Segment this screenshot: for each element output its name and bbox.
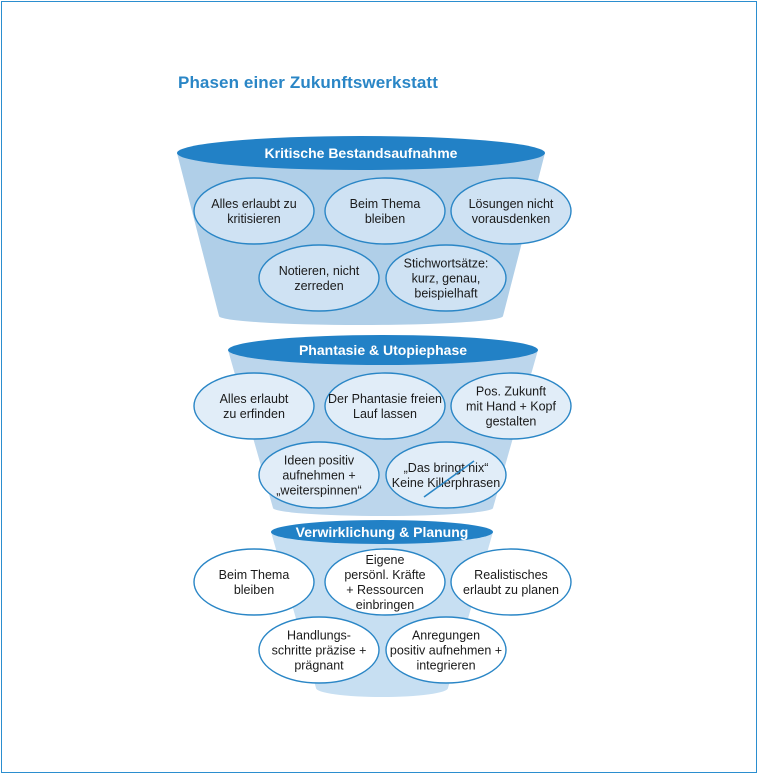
bubble-text-line: Notieren, nicht: [279, 264, 360, 278]
bubble-text-line: zerreden: [294, 279, 343, 293]
bubble-text-line: bleiben: [365, 212, 405, 226]
bubble-text-line: zu erfinden: [223, 407, 285, 421]
phase-header-ellipse: [271, 520, 493, 544]
bubble-text-line: Pos. Zukunft: [476, 385, 547, 399]
phase-header-ellipse: [177, 136, 545, 170]
bubble-text-line: mit Hand + Kopf: [466, 400, 557, 414]
bubble-text-line: persönl. Kräfte: [344, 568, 425, 582]
bubble-text-line: kritisieren: [227, 212, 281, 226]
bubble-text-line: beispielhaft: [414, 287, 478, 301]
bubble-text-line: vorausdenken: [472, 212, 551, 226]
bubble-text-line: kurz, genau,: [412, 272, 481, 286]
bubble-text-line: Eigene: [366, 553, 405, 567]
bubble-text-line: Beim Thema: [350, 197, 421, 211]
bubble-text-line: Keine Killerphrasen: [392, 476, 500, 490]
bubble-ellipse: [385, 244, 507, 312]
bubble-text-line: Stichwortsätze:: [404, 257, 489, 271]
bubble-text-line: + Ressourcen: [346, 583, 424, 597]
phase-bubble: Stichwortsätze:kurz, genau,beispielhaft: [385, 244, 507, 312]
bubble-text-line: Alles erlaubt zu: [211, 197, 297, 211]
bubble-ellipse: [450, 372, 572, 440]
bubble-text-line: Der Phantasie freien: [328, 392, 442, 406]
bubble-text-line: schritte präzise +: [272, 644, 367, 658]
bubble-ellipse: [324, 372, 446, 440]
bubble-ellipse: [385, 441, 507, 509]
bubble-text-line: gestalten: [486, 415, 537, 429]
phase-bubble: Handlungs-schritte präzise +prägnant: [258, 616, 380, 684]
bubble-text-line: positiv aufnehmen +: [390, 644, 502, 658]
bubble-ellipse: [324, 177, 446, 245]
bubble-ellipse: [450, 548, 572, 616]
phase-bubble: „Das bringt nix“Keine Killerphrasen: [385, 441, 507, 509]
bubble-ellipse: [193, 548, 315, 616]
strikethrough-line: [423, 460, 475, 498]
bubble-ellipse: [258, 616, 380, 684]
bubble-ellipse: [193, 177, 315, 245]
bubble-text-line: einbringen: [356, 598, 414, 612]
bubble-text-line: Realistisches: [474, 568, 548, 582]
bubble-text-line: Ideen positiv: [284, 454, 355, 468]
bubble-text-line: „weiterspinnen“: [276, 484, 361, 498]
page-title: Phasen einer Zukunftswerkstatt: [178, 73, 438, 92]
phase-title: Kritische Bestandsaufnahme: [265, 145, 458, 161]
bubble-text-line: prägnant: [294, 659, 344, 673]
bubble-text-line: Beim Thema: [219, 568, 290, 582]
bubble-text-line: bleiben: [234, 583, 274, 597]
bubble-text-line: aufnehmen +: [282, 469, 355, 483]
bubble-ellipse: [450, 177, 572, 245]
bubble-text-line: „Das bringt nix“: [404, 461, 489, 475]
bubble-text-line: Anregungen: [412, 629, 480, 643]
phase-title: Phantasie & Utopiephase: [299, 342, 467, 358]
bubble-text-line: erlaubt zu planen: [463, 583, 559, 597]
bubble-text-line: Handlungs-: [287, 629, 351, 643]
phase-title: Verwirklichung & Planung: [296, 524, 469, 540]
bubble-ellipse: [385, 616, 507, 684]
bubble-text-line: Lösungen nicht: [469, 197, 554, 211]
bubble-text-line: Alles erlaubt: [220, 392, 289, 406]
bubble-text-line: integrieren: [416, 659, 475, 673]
bubble-ellipse: [258, 244, 380, 312]
phase-header-ellipse: [228, 335, 538, 365]
bubble-text-line: Lauf lassen: [353, 407, 417, 421]
bubble-ellipse: [324, 548, 446, 616]
bubble-ellipse: [193, 372, 315, 440]
bubble-ellipse: [258, 441, 380, 509]
